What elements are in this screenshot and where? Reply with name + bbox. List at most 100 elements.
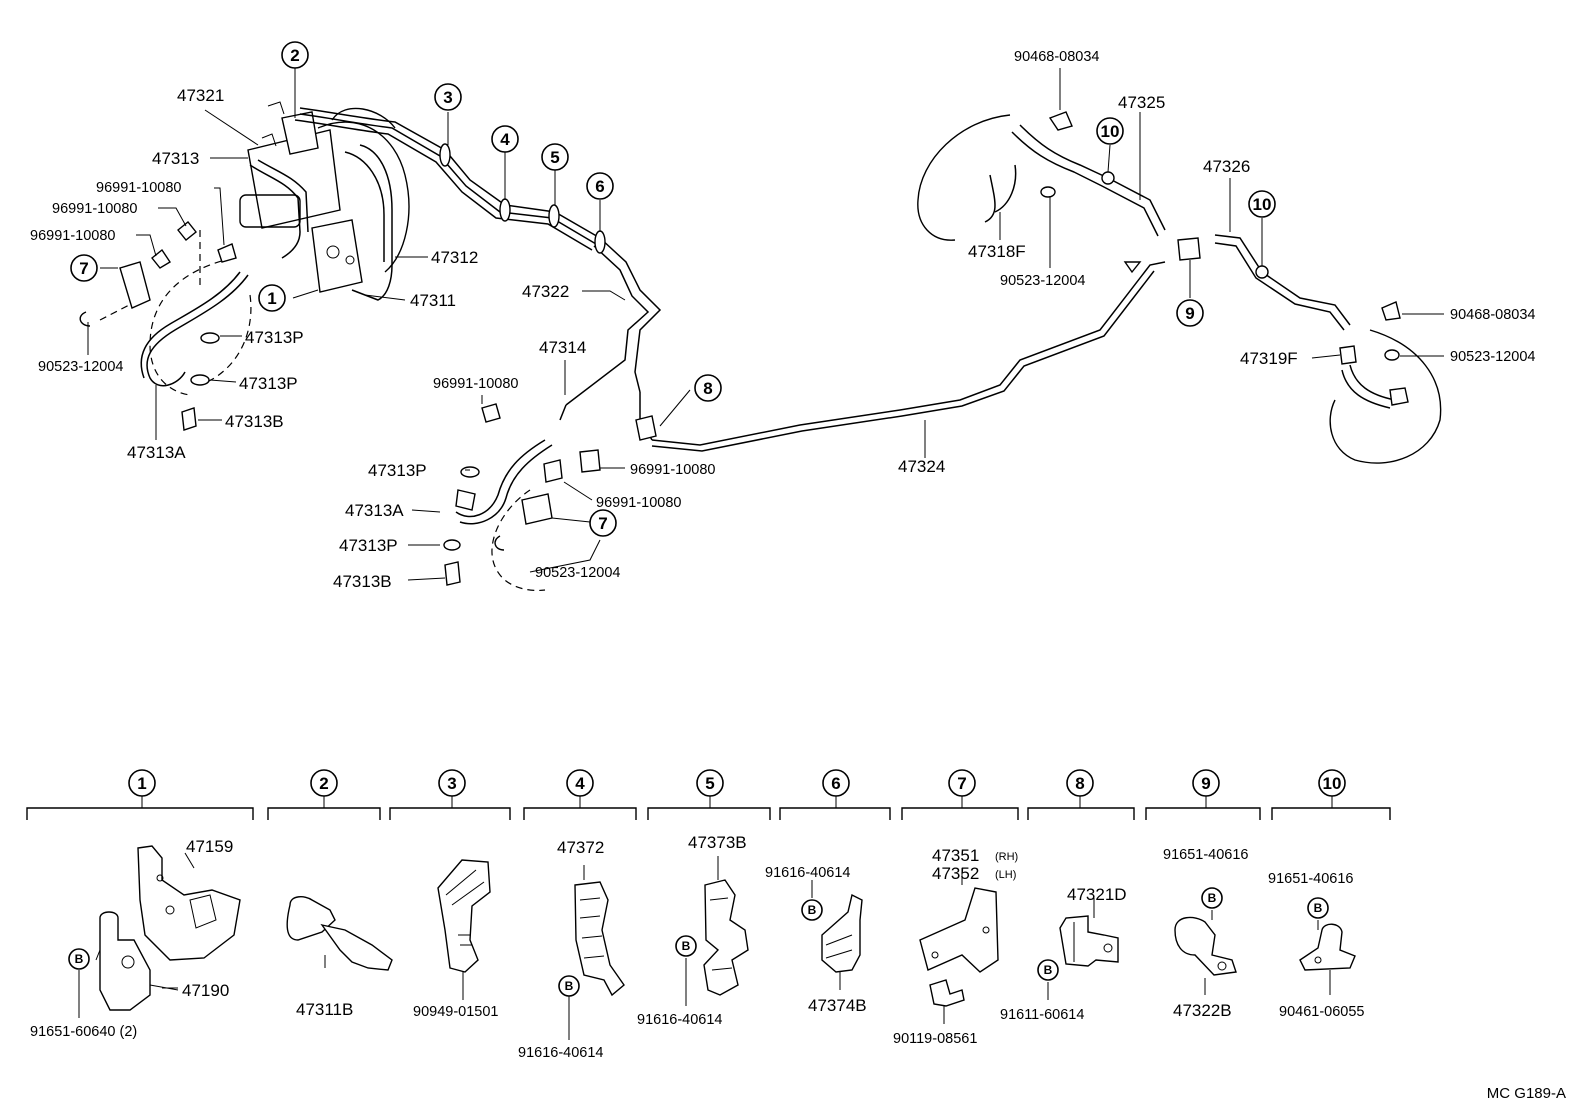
group-2-callout: 2 (310, 769, 338, 797)
callout-1-upper: 1 (258, 284, 286, 312)
group-1-parts: B 47159 47190 91651-60640 (2) (30, 837, 241, 1040)
svg-text:7: 7 (957, 774, 966, 793)
part-47312-label: 47312 (431, 248, 478, 267)
group-6-parts: B 91616-40614 47374B (765, 865, 867, 1015)
upper-callouts: 1 2 3 4 5 6 7 7 8 9 10 10 (70, 41, 1276, 537)
group-9-parts: B 91651-40616 47322B (1163, 847, 1248, 1020)
group-3-parts: 90949-01501 (413, 859, 498, 1020)
part-47322-label: 47322 (522, 282, 569, 301)
bolt-marker-g1: B (68, 948, 90, 970)
svg-text:3: 3 (447, 774, 456, 793)
callout-7-upper-left: 7 (70, 254, 98, 282)
group-7-parts: 47351 (RH) 47352 (LH) 90119-08561 (893, 846, 1018, 1047)
rear-brakes (917, 111, 1442, 464)
front-left-hose (99, 230, 252, 396)
bolt-marker-g10: B (1307, 897, 1329, 919)
group-8-callout: 8 (1066, 769, 1094, 797)
part-90523-left-label: 90523-12004 (38, 359, 123, 375)
bolt-marker-g9: B (1201, 887, 1223, 909)
g7-part-a-tag: (RH) (995, 851, 1018, 863)
part-96991-e-label: 96991-10080 (630, 462, 715, 478)
g9-part-b: 47322B (1173, 1001, 1232, 1020)
g7-part-b-tag: (LH) (995, 869, 1016, 881)
g9-part-a: 91651-40616 (1163, 847, 1248, 863)
g10-part-b: 90461-06055 (1279, 1004, 1364, 1020)
front-right-hose (443, 403, 601, 592)
group-headers (26, 796, 1391, 820)
svg-text:B: B (75, 952, 84, 966)
bolt-marker-g6: B (801, 899, 823, 921)
g6-part-a: 91616-40614 (765, 865, 850, 881)
g7-part-a: 47351 (932, 846, 979, 865)
g8-part-a: 47321D (1067, 885, 1127, 904)
part-90523-right2-label: 90523-12004 (1450, 349, 1535, 365)
group-10-callout: 10 (1318, 769, 1346, 797)
svg-text:5: 5 (705, 774, 714, 793)
group-10-parts: B 91651-40616 90461-06055 (1268, 871, 1364, 1020)
diagram-code: MC G189-A (1486, 1085, 1566, 1102)
svg-text:B: B (682, 939, 691, 953)
part-47324-label: 47324 (898, 457, 945, 476)
group-4-parts: B 47372 91616-40614 (518, 838, 625, 1061)
clips-left (79, 221, 237, 431)
part-47313B-1-label: 47313B (225, 412, 284, 431)
g6-part-b: 47374B (808, 996, 867, 1015)
part-96991-a-label: 96991-10080 (96, 180, 181, 196)
group-3-callout: 3 (438, 769, 466, 797)
part-90523-mid-label: 90523-12004 (535, 565, 620, 581)
g10-part-a: 91651-40616 (1268, 871, 1353, 887)
callout-3-upper: 3 (434, 83, 462, 111)
g3-part-a: 90949-01501 (413, 1004, 498, 1020)
g5-part-b: 91616-40614 (637, 1012, 722, 1028)
part-47325-label: 47325 (1118, 93, 1165, 112)
g5-part-a: 47373B (688, 833, 747, 852)
bolt-marker-g4: B (558, 975, 580, 997)
brake-booster (239, 101, 410, 293)
svg-text:4: 4 (500, 130, 510, 149)
part-90468-right-label: 90468-08034 (1450, 307, 1535, 323)
svg-text:2: 2 (319, 774, 328, 793)
svg-text:B: B (1314, 901, 1323, 915)
g4-part-a: 47372 (557, 838, 604, 857)
callout-5-upper: 5 (541, 143, 569, 171)
svg-text:7: 7 (79, 259, 88, 278)
part-47311-label: 47311 (410, 291, 456, 310)
part-47326-label: 47326 (1203, 157, 1250, 176)
callout-4-upper: 4 (491, 125, 519, 153)
callout-2-upper: 2 (281, 41, 309, 69)
svg-text:8: 8 (1075, 774, 1084, 793)
group-2-parts: 47311B (286, 896, 393, 1019)
g1-part-c: 91651-60640 (2) (30, 1024, 137, 1040)
group-1-callout: 1 (128, 769, 156, 797)
bolt-marker-g8: B (1037, 959, 1059, 981)
part-47313P-4-label: 47313P (339, 536, 398, 555)
callout-10-upper-b: 10 (1248, 190, 1276, 218)
part-90523-right1-label: 90523-12004 (1000, 273, 1085, 289)
g7-part-c: 90119-08561 (893, 1031, 977, 1047)
group-6-callout: 6 (822, 769, 850, 797)
g1-part-a: 47159 (186, 837, 233, 856)
callout-8-upper: 8 (694, 374, 722, 402)
part-90468-top-label: 90468-08034 (1014, 49, 1099, 65)
svg-text:B: B (1044, 963, 1053, 977)
part-96991-d-label: 96991-10080 (433, 376, 518, 392)
svg-text:10: 10 (1253, 195, 1272, 214)
pipe-47324 (635, 237, 1201, 452)
svg-text:3: 3 (443, 88, 452, 107)
part-47313A-1-label: 47313A (127, 443, 186, 462)
part-96991-c-label: 96991-10080 (30, 228, 115, 244)
part-47319F-label: 47319F (1240, 349, 1298, 368)
part-47321-label: 47321 (177, 86, 224, 105)
part-96991-f-label: 96991-10080 (596, 495, 681, 511)
group-8-parts: B 47321D 91611-60614 (1000, 885, 1127, 1023)
group-7-callout: 7 (948, 769, 976, 797)
part-47313P-1-label: 47313P (245, 328, 304, 347)
group-9-callout: 9 (1192, 769, 1220, 797)
svg-text:B: B (565, 979, 574, 993)
g8-part-b: 91611-60614 (1000, 1007, 1084, 1023)
svg-text:1: 1 (137, 774, 146, 793)
leader-lines (87, 68, 1444, 581)
part-47313-label: 47313 (152, 149, 199, 168)
part-47313B-2-label: 47313B (333, 572, 392, 591)
svg-text:6: 6 (831, 774, 840, 793)
